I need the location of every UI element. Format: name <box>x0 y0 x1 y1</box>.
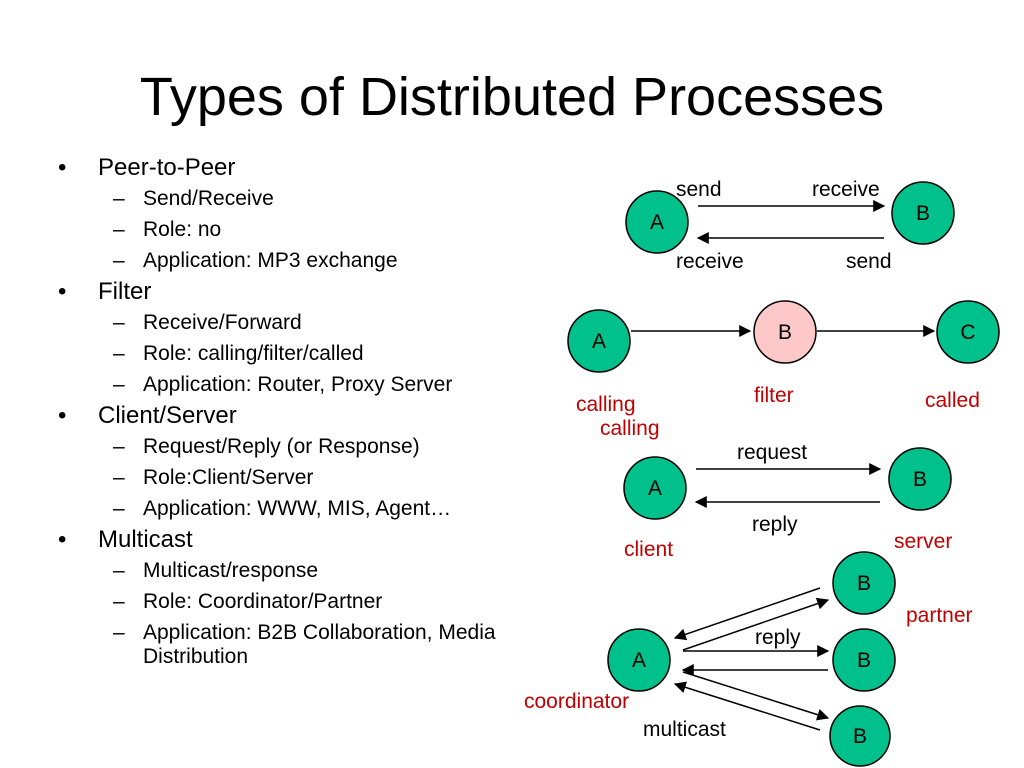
node-c <box>936 300 1000 364</box>
section-heading: Peer-to-Peer <box>98 154 236 181</box>
dash-marker: – <box>113 249 125 272</box>
dash-marker: – <box>113 373 125 396</box>
bullet-marker: • <box>58 526 67 553</box>
dash-marker: – <box>113 187 125 210</box>
role-calling-label: calling <box>576 393 636 416</box>
send-label: send <box>846 250 892 273</box>
section-multicast: •Multicast –Multicast/response –Role: Co… <box>58 524 598 669</box>
role-client-label: client <box>624 538 673 561</box>
list-item: –Send/Receive <box>58 183 598 214</box>
item-text: Receive/Forward <box>143 311 302 334</box>
reply-label: reply <box>755 626 801 649</box>
arrow-b3-to-a <box>673 681 821 731</box>
node-b-label: B <box>778 321 792 344</box>
item-text: Application: Router, Proxy Server <box>143 373 453 396</box>
node-a-label: A <box>650 211 664 234</box>
receive-label: receive <box>812 178 880 201</box>
bullet-marker: • <box>58 154 67 181</box>
list-item: –Role: calling/filter/called <box>58 338 598 369</box>
list-item: –Application: B2B Collaboration, Media D… <box>58 617 598 669</box>
filter-diagram: A B C calling calling filter called <box>567 300 1000 440</box>
list-item: –Role: no <box>58 214 598 245</box>
bullet-marker: • <box>58 278 67 305</box>
dash-marker: – <box>113 435 125 458</box>
node-b <box>753 300 817 364</box>
item-text: Multicast/response <box>143 559 319 582</box>
node-c-label: C <box>960 321 975 344</box>
node-a-label: A <box>632 649 646 672</box>
arrow-a-to-b1 <box>682 597 830 651</box>
node-b3 <box>829 705 891 767</box>
item-text: Application: B2B Collaboration, Media Di… <box>143 621 496 668</box>
node-b-label: B <box>913 468 927 491</box>
role-calling-label-duplicate: calling <box>600 417 660 440</box>
list-item: –Application: MP3 exchange <box>58 245 598 276</box>
dash-marker: – <box>113 218 125 241</box>
peer-to-peer-diagram: A B send receive receive send <box>625 178 955 273</box>
node-b-label: B <box>916 202 930 225</box>
list-item: –Role: Coordinator/Partner <box>58 586 598 617</box>
section-heading: Multicast <box>98 526 193 553</box>
send-label: send <box>676 178 722 201</box>
dash-marker: – <box>113 621 125 644</box>
request-label: request <box>737 441 807 464</box>
node-b1 <box>832 551 896 615</box>
dash-marker: – <box>113 559 125 582</box>
list-item: –Role:Client/Server <box>58 462 598 493</box>
multicast-label: multicast <box>643 718 726 741</box>
role-coordinator-label: coordinator <box>524 690 629 713</box>
multicast-diagram: A B B B reply multicast coordinator part… <box>524 551 973 767</box>
node-b3-label: B <box>853 725 867 748</box>
section-filter: •Filter –Receive/Forward –Role: calling/… <box>58 276 598 400</box>
arrow-b1-to-a <box>673 587 821 641</box>
dash-marker: – <box>113 590 125 613</box>
item-text: Application: WWW, MIS, Agent… <box>143 497 452 520</box>
role-called-label: called <box>925 389 980 412</box>
arrow-a-to-b3 <box>682 671 830 721</box>
node-a <box>607 628 671 692</box>
section-peer-to-peer: •Peer-to-Peer –Send/Receive –Role: no –A… <box>58 152 598 276</box>
role-filter-label: filter <box>754 384 794 407</box>
node-a <box>625 190 689 254</box>
node-b2 <box>832 628 896 692</box>
dash-marker: – <box>113 466 125 489</box>
dash-marker: – <box>113 311 125 334</box>
section-heading: Filter <box>98 278 152 305</box>
client-server-diagram: A B request reply client server <box>623 441 952 561</box>
slide-title: Types of Distributed Processes <box>139 67 885 127</box>
node-a <box>623 456 687 520</box>
node-a <box>567 309 631 373</box>
role-server-label: server <box>894 530 952 553</box>
list-item: –Receive/Forward <box>58 307 598 338</box>
receive-label: receive <box>676 250 744 273</box>
list-item: –Application: WWW, MIS, Agent… <box>58 493 598 524</box>
node-b <box>891 181 955 245</box>
item-text: Application: MP3 exchange <box>143 249 398 272</box>
list-item: –Multicast/response <box>58 555 598 586</box>
bullet-list: •Peer-to-Peer –Send/Receive –Role: no –A… <box>58 152 598 669</box>
node-b1-label: B <box>857 572 871 595</box>
item-text: Role: no <box>143 218 222 241</box>
item-text: Role:Client/Server <box>143 466 314 489</box>
list-item: –Request/Reply (or Response) <box>58 431 598 462</box>
item-text: Role: calling/filter/called <box>143 342 364 365</box>
list-item: –Application: Router, Proxy Server <box>58 369 598 400</box>
section-client-server: •Client/Server –Request/Reply (or Respon… <box>58 400 598 524</box>
reply-label: reply <box>752 513 798 536</box>
dash-marker: – <box>113 497 125 520</box>
bullet-marker: • <box>58 402 67 429</box>
item-text: Role: Coordinator/Partner <box>143 590 383 613</box>
node-a-label: A <box>592 330 606 353</box>
node-b <box>888 447 952 511</box>
section-heading: Client/Server <box>98 402 237 429</box>
role-partner-label: partner <box>906 604 973 627</box>
node-b2-label: B <box>857 649 871 672</box>
item-text: Send/Receive <box>143 187 274 210</box>
item-text: Request/Reply (or Response) <box>143 435 420 458</box>
dash-marker: – <box>113 342 125 365</box>
node-a-label: A <box>648 477 662 500</box>
